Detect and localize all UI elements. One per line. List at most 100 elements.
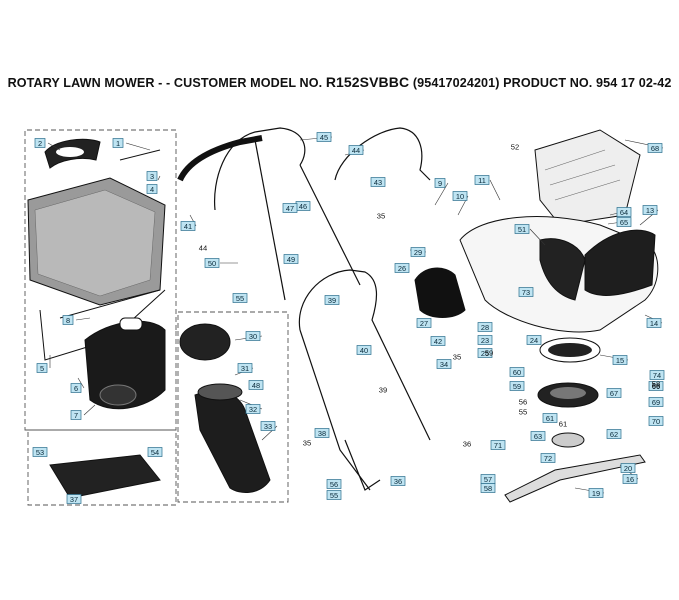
callout-box [477, 322, 493, 332]
leader-line [489, 179, 501, 201]
callout-box [180, 221, 196, 231]
part-callout-29: 29 [410, 247, 426, 257]
callout-box [647, 143, 663, 153]
part-callout-24: 24 [526, 335, 542, 345]
part-callout-2: 2 [34, 138, 46, 148]
callout-box [648, 397, 664, 407]
plain-part-number-55: 55 [519, 408, 527, 417]
plain-part-number-36: 36 [463, 440, 471, 449]
leader-line [47, 142, 61, 151]
callout-number: 5 [40, 364, 44, 373]
part-callout-1: 1 [112, 138, 124, 148]
callout-number: 57 [484, 475, 492, 484]
chute-mouth [197, 383, 243, 401]
callout-number: 24 [530, 336, 538, 345]
callout-box [62, 315, 74, 325]
callout-number: 13 [646, 206, 654, 215]
callout-box [326, 479, 342, 489]
part-callout-28: 28 [477, 322, 493, 332]
part-callout-58: 58 [480, 483, 496, 493]
upper-handle-rail [299, 164, 361, 286]
title-prefix: ROTARY LAWN MOWER - - CUSTOMER MODEL NO. [7, 76, 323, 90]
callout-box [34, 138, 46, 148]
part-callout-41: 41 [180, 221, 196, 231]
part-callout-38: 38 [314, 428, 330, 438]
callout-box [620, 463, 636, 473]
callout-number: 43 [374, 178, 382, 187]
callout-number: 63 [534, 432, 542, 441]
callout-number: 48 [252, 381, 260, 390]
leader-line [434, 182, 449, 206]
callout-box [394, 263, 410, 273]
callout-number: 40 [360, 346, 368, 355]
leader-line [83, 404, 96, 416]
side-skirt-part [539, 238, 586, 301]
callout-box [314, 428, 330, 438]
part-callout-57: 57 [480, 474, 496, 484]
plain-part-number-59: 59 [485, 349, 493, 358]
callout-number: 27 [420, 319, 428, 328]
callout-box [530, 431, 546, 441]
callout-box [36, 363, 48, 373]
chute-cover-part [179, 323, 231, 361]
callout-box [283, 254, 299, 264]
callout-number: 11 [478, 176, 486, 185]
callout-number: 10 [456, 192, 464, 201]
bag-handle-grip [56, 147, 84, 157]
callout-number: 31 [241, 364, 249, 373]
callout-box [324, 295, 340, 305]
callout-number: 46 [299, 202, 307, 211]
upper-handle-part [213, 127, 306, 211]
part-callout-55a: 55 [232, 293, 248, 303]
bag-rod-part [119, 149, 161, 161]
part-callout-65: 65 [616, 217, 632, 227]
callout-number: 41 [184, 222, 192, 231]
callout-box [430, 336, 446, 346]
callout-number: 65 [620, 218, 628, 227]
callout-number: 54 [151, 448, 159, 457]
callout-number: 56 [330, 480, 338, 489]
callout-box [526, 335, 542, 345]
part-callout-46: 46 [295, 201, 311, 211]
callout-box [70, 383, 82, 393]
part-callout-14: 14 [646, 318, 662, 328]
callout-number: 29 [414, 248, 422, 257]
part-callout-59: 59 [509, 381, 525, 391]
callout-number: 61 [546, 414, 554, 423]
callout-number: 26 [398, 264, 406, 273]
blade-adapter-part [551, 432, 585, 448]
callout-number: 71 [494, 441, 502, 450]
callout-box [66, 494, 82, 504]
handle-bracket-part [344, 439, 381, 491]
callout-box [410, 247, 426, 257]
rear-flap-part [49, 454, 161, 499]
callout-number: 8 [66, 316, 70, 325]
part-callout-61: 61 [542, 413, 558, 423]
callout-number: 6 [74, 384, 78, 393]
callout-box [245, 331, 261, 341]
callout-number: 55 [236, 294, 244, 303]
callout-box [245, 404, 261, 414]
callout-box [416, 318, 432, 328]
callout-box [509, 367, 525, 377]
control-bail-part [334, 127, 431, 181]
leader-line [77, 377, 85, 389]
mulch-plug-part [84, 320, 166, 410]
part-callout-36: 36 [390, 476, 406, 486]
plain-part-number-35b: 35 [453, 353, 461, 362]
callout-box [260, 421, 276, 431]
part-callout-20: 20 [620, 463, 636, 473]
callout-number: 42 [434, 337, 442, 346]
part-callout-30: 30 [245, 331, 261, 341]
callout-number: 32 [249, 405, 257, 414]
part-callout-16: 16 [622, 474, 638, 484]
callout-box [514, 224, 530, 234]
callout-number: 1 [116, 139, 120, 148]
mulch-plug-handle [119, 317, 143, 331]
callout-number: 19 [592, 489, 600, 498]
lower-handle-part [298, 269, 431, 441]
callout-box [316, 132, 332, 142]
callout-box [612, 355, 628, 365]
callout-number: 73 [522, 288, 530, 297]
